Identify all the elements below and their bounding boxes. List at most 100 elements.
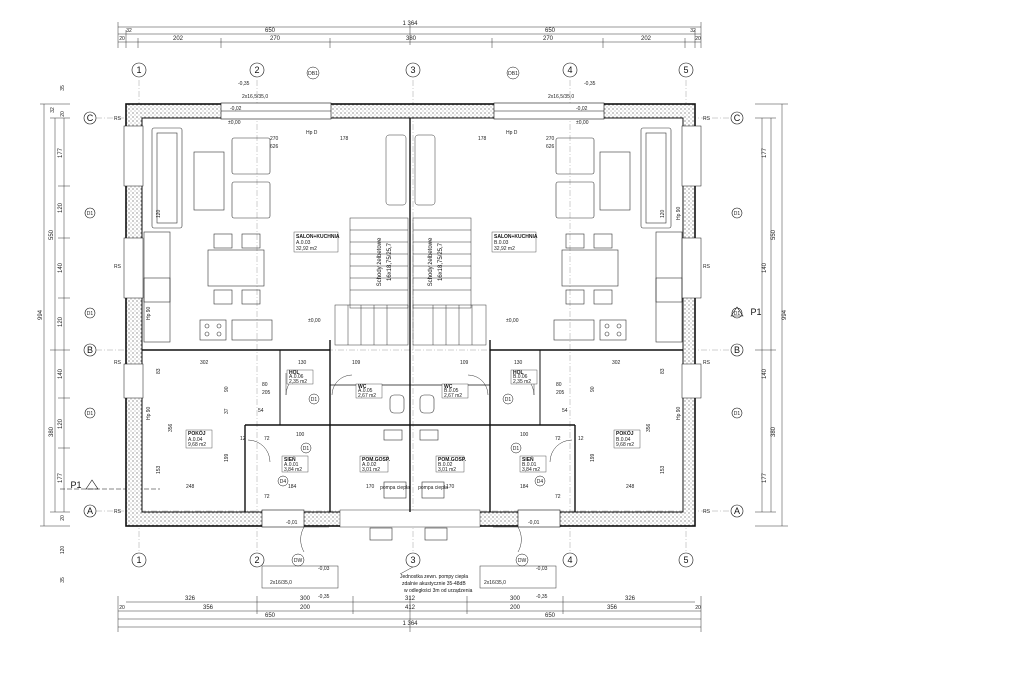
dim-bottom-row2: 20 — [119, 605, 125, 611]
room-id: A.0.04 — [188, 437, 203, 443]
grid-col-label: 5 — [683, 555, 688, 565]
dim-left-total: 994 — [38, 309, 44, 320]
inner-dim: 153 — [156, 465, 162, 474]
outer-walls — [123, 102, 702, 528]
rs-label: RS — [114, 360, 122, 366]
door-tag: D4 — [537, 479, 544, 485]
grid-row-label: B — [734, 345, 740, 355]
grid-row-label: A — [87, 506, 93, 516]
level-mark: -0,35 — [238, 81, 250, 87]
level-mark: -0,02 — [230, 106, 242, 112]
dim-right-total: 994 — [782, 309, 788, 320]
section-marker-left — [60, 479, 160, 490]
dim-left-big: 380 — [49, 426, 55, 437]
door-tag: D1 — [513, 446, 520, 452]
inner-dim: 12 — [578, 436, 584, 442]
entrance-steps — [261, 565, 557, 589]
rs-label: RS — [114, 509, 122, 515]
inner-dim: 72 — [555, 436, 561, 442]
staircase-left — [334, 134, 409, 346]
dim-right-col: 177 — [762, 147, 768, 158]
inner-dim: 109 — [352, 360, 361, 366]
dim-bottom-row1: 312 — [405, 596, 416, 602]
dim-left-small: 35 — [60, 85, 66, 91]
room-id: B.0.05 — [444, 388, 459, 394]
grid-row-label: B — [87, 345, 93, 355]
room-id: A.0.06 — [289, 374, 304, 380]
room-name: WC — [358, 384, 367, 390]
room-area: 2,35 m2 — [513, 379, 531, 385]
room-area: 3,01 m2 — [362, 467, 380, 473]
dim-bottom-row1: 326 — [185, 596, 196, 602]
inner-dim: 302 — [200, 360, 209, 366]
section-label: P1 — [750, 307, 761, 317]
dim-right-col: 140 — [762, 368, 768, 379]
dim-bottom-row2: 200 — [510, 605, 521, 611]
dim-right-big: 550 — [771, 229, 777, 240]
room-labels — [185, 231, 641, 473]
stairs-label: Schody żelbetowe — [428, 237, 434, 286]
grid-row-label: D1 — [734, 311, 741, 317]
rs-label: RS — [114, 116, 122, 122]
level-mark: -0,03 — [318, 566, 330, 572]
room-area: 32,92 m2 — [296, 246, 317, 252]
stairs-label: Schody żelbetowe — [377, 237, 383, 286]
dim-top-seg: 270 — [543, 36, 554, 42]
inner-dim: 130 — [514, 360, 523, 366]
grid-row-label: C — [87, 113, 94, 123]
inner-dim: 37 — [224, 408, 230, 414]
inner-dim: 12 — [240, 436, 246, 442]
room-area: 3,84 m2 — [522, 467, 540, 473]
room-area: 2,67 m2 — [358, 393, 376, 399]
inner-dim: 270 — [270, 136, 279, 142]
grid-row-markers — [83, 111, 744, 518]
door-tag: D4 — [280, 479, 287, 485]
grid-row-label: C — [734, 113, 741, 123]
rs-label: RS — [703, 116, 711, 122]
room-id: B.0.02 — [438, 462, 453, 468]
door-tag: D1 — [311, 397, 318, 403]
grid-col-label: 3 — [410, 65, 415, 75]
door-tag: D1 — [303, 446, 310, 452]
stairs-spec: 16x18,75/25,7 — [387, 242, 393, 281]
dim-right-col: 177 — [762, 472, 768, 483]
room-area: 2,35 m2 — [289, 379, 307, 385]
section-label: P1 — [70, 480, 81, 490]
level-mark: -0,02 — [576, 106, 588, 112]
inner-dim: 72 — [264, 494, 270, 500]
room-area: 3,84 m2 — [284, 467, 302, 473]
inner-dim: 178 — [478, 136, 487, 142]
room-name: SALON+KUCHNIA — [494, 234, 538, 240]
inner-dim: 83 — [156, 368, 162, 374]
dim-left-small: 32 — [50, 107, 56, 113]
dim-total-top: 1 364 — [402, 21, 418, 27]
inner-dim: 83 — [660, 368, 666, 374]
grid-row-label: D1 — [87, 311, 94, 317]
right-dimensions — [755, 103, 788, 527]
inner-dim: 170 — [366, 484, 375, 490]
tag-circles — [277, 66, 546, 567]
grid-column-markers — [131, 62, 694, 568]
room-id: A.0.05 — [358, 388, 373, 394]
hp-label: Hp 90 — [146, 406, 152, 420]
inner-dim: 184 — [520, 484, 529, 490]
room-id: B.0.03 — [494, 240, 509, 246]
hp-label: Hp D — [506, 130, 518, 136]
dim-top-seg: 202 — [641, 36, 652, 42]
grid-row-label: D1 — [734, 211, 741, 217]
furniture-left — [143, 127, 273, 343]
grid-col-label: 2 — [254, 555, 259, 565]
furniture-right — [553, 127, 683, 343]
sanitary-fixtures — [369, 394, 448, 541]
room-name: SALON+KUCHNIA — [296, 234, 340, 240]
inner-dim: 80 — [262, 382, 268, 388]
level-mark: -0,35 — [318, 594, 330, 600]
room-area: 32,92 m2 — [494, 246, 515, 252]
level-mark: ±0,00 — [308, 318, 321, 324]
dim-bottom-row1: 300 — [300, 596, 311, 602]
room-name: HOL — [513, 370, 524, 376]
room-id: A.0.02 — [362, 462, 377, 468]
dim-left-small: 35 — [60, 577, 66, 583]
interior-walls — [142, 118, 683, 512]
level-mark: -0,01 — [528, 520, 540, 526]
